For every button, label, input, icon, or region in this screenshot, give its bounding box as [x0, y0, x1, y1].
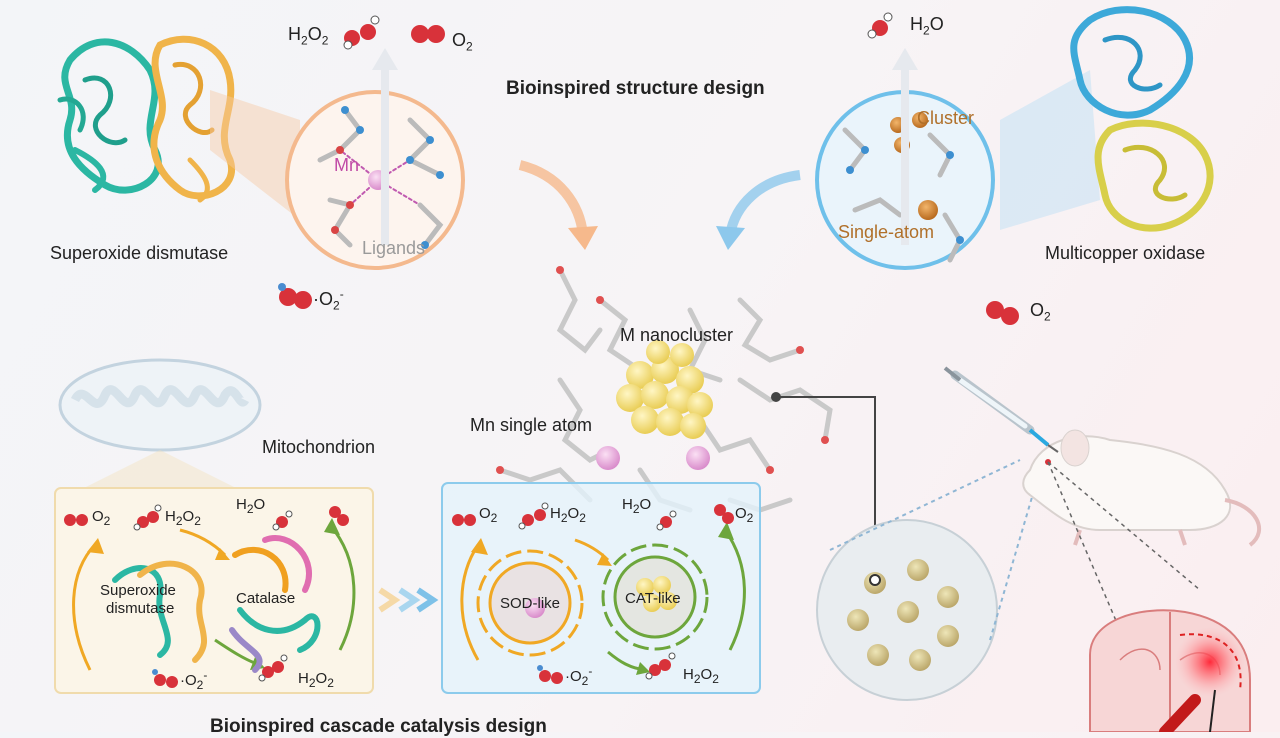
o2-label-right: O2 — [1030, 300, 1051, 324]
mitochondrion-illustration — [58, 358, 262, 452]
structure-design-title: Bioinspired structure design — [506, 78, 765, 99]
brain-illustration — [1089, 609, 1251, 732]
dismutase-word: dismutase — [106, 600, 175, 617]
mn-label: Mn — [334, 155, 360, 175]
nanoparticles — [847, 559, 959, 671]
left-h2o2-label: H2O2 — [165, 508, 201, 528]
sod-protein-illustration — [57, 35, 236, 203]
left-h2o2-bottom-label: H2O2 — [298, 670, 334, 690]
mn-single-atom-label: Mn single atom — [470, 415, 593, 435]
h2o2-molecule-top — [343, 15, 380, 50]
ligands-label: Ligands — [362, 238, 426, 258]
syringe-icon — [943, 366, 1059, 453]
m-nanocluster-label: M nanocluster — [620, 325, 734, 345]
catalase-label: Catalase — [236, 590, 296, 607]
cat-like-label: CAT-like — [625, 590, 681, 607]
mn-single-atom-right — [686, 446, 710, 470]
left-o2-label: O2 — [92, 508, 111, 528]
o2-molecule-right — [986, 301, 1019, 325]
left-h2o-label: H2O — [236, 496, 266, 516]
mn-single-atom-left — [596, 446, 620, 470]
m-nanocluster — [616, 340, 713, 439]
right-h2o2-bottom-label: H2O2 — [683, 666, 719, 686]
sod-like-label: SOD-like — [500, 595, 561, 612]
right-o2-label: O2 — [479, 505, 498, 525]
h2o2-label-top: H2O2 — [288, 24, 329, 48]
cat-like-gear — [601, 543, 709, 651]
h2o-label-top: H2O — [910, 14, 944, 38]
superoxide-word: Superoxide — [100, 582, 176, 599]
h2o-molecule-top — [867, 12, 893, 39]
o2-label-top: O2 — [452, 30, 473, 54]
sod-like-gear — [476, 549, 584, 657]
sod-enzyme-label: Superoxide dismutase — [50, 243, 229, 263]
mco-protein-illustration — [1070, 6, 1214, 232]
cu-single-atom — [918, 200, 938, 220]
right-h2o2-label: H2O2 — [550, 505, 586, 525]
right-h2o-label: H2O — [622, 496, 652, 516]
superoxide-label-top: ·O2- — [313, 287, 344, 313]
right-o2-label-2: O2 — [735, 505, 754, 525]
o2-molecule-top — [411, 25, 445, 43]
cluster-label: Cluster — [917, 108, 975, 128]
cascade-design-title: Bioinspired cascade catalysis design — [210, 716, 547, 737]
left-superoxide-label: ·O2- — [180, 668, 208, 692]
mouse-illustration — [1022, 429, 1262, 547]
single-atom-label: Single-atom — [838, 222, 935, 242]
mco-enzyme-label: Multicopper oxidase — [1045, 243, 1206, 263]
enzyme-cascade-panel — [54, 487, 374, 694]
mitochondrion-label: Mitochondrion — [262, 437, 376, 457]
superoxide-molecule — [278, 283, 312, 309]
right-superoxide-label: ·O2- — [565, 664, 593, 688]
